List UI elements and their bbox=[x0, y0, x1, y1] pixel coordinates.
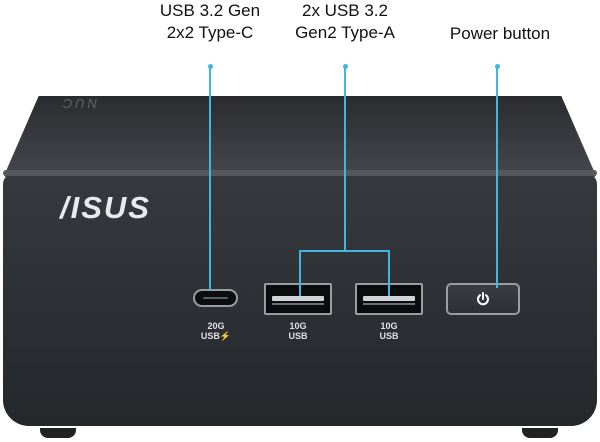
usb-a-port-1 bbox=[264, 283, 332, 315]
callout-power-line1: Power button bbox=[449, 24, 551, 43]
usb-a-2-callout-line bbox=[388, 250, 390, 296]
usb-a-port-1-label: 10G USB bbox=[278, 321, 318, 341]
usb-c-port-label: 20G USB⚡ bbox=[196, 321, 236, 341]
usb-a-1-type: USB bbox=[288, 331, 308, 341]
power-callout-line bbox=[496, 66, 498, 288]
usb-c-callout-line bbox=[209, 66, 211, 290]
callout-power: Power button bbox=[425, 23, 575, 45]
usb-c-type: USB⚡ bbox=[200, 331, 232, 341]
usb-c-callout-dot bbox=[207, 64, 213, 69]
usb-a-2-speed: 10G bbox=[380, 321, 398, 331]
usb-a-2-type: USB bbox=[379, 331, 399, 341]
usb-c-port bbox=[193, 289, 238, 307]
callout-usb-c-line1: USB 3.2 Gen bbox=[159, 1, 261, 20]
device-top-rim bbox=[3, 170, 597, 176]
device-foot-right bbox=[522, 428, 558, 438]
power-icon bbox=[477, 292, 489, 306]
callout-usb-a-line1: 2x USB 3.2 bbox=[302, 1, 388, 20]
device-foot-left bbox=[40, 428, 76, 438]
usb-a-callout-dot bbox=[342, 64, 348, 69]
usb-a-1-speed: 10G bbox=[289, 321, 307, 331]
power-button[interactable] bbox=[446, 283, 520, 315]
usb-a-port-2 bbox=[355, 283, 423, 315]
callout-usb-a: 2x USB 3.2 Gen2 Type-A bbox=[270, 0, 420, 44]
usb-a-callout-line bbox=[344, 66, 346, 252]
usb-a-1-callout-line bbox=[299, 250, 301, 296]
callout-usb-c: USB 3.2 Gen 2x2 Type-C bbox=[140, 0, 280, 44]
callout-usb-c-line2: 2x2 Type-C bbox=[166, 23, 254, 42]
usb-a-port-2-label: 10G USB bbox=[369, 321, 409, 341]
device-top-surface bbox=[3, 96, 597, 178]
top-logo: NUC bbox=[60, 96, 98, 111]
power-callout-dot bbox=[494, 64, 500, 69]
usb-a-callout-branch bbox=[299, 250, 390, 252]
callout-usb-a-line2: Gen2 Type-A bbox=[295, 23, 395, 42]
usb-c-speed: 20G bbox=[207, 321, 225, 331]
brand-logo: /ISUS bbox=[60, 190, 151, 225]
